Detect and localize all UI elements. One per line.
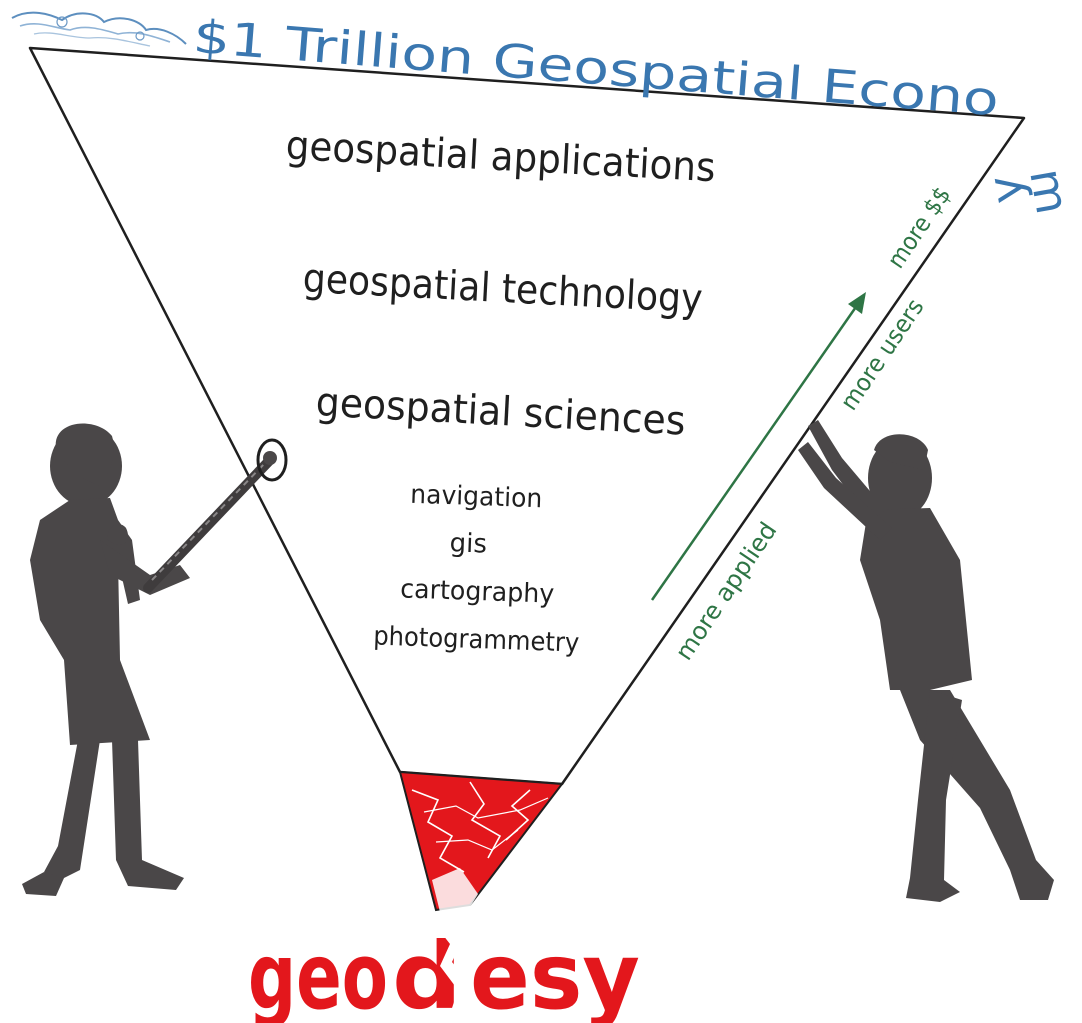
geodesy-wordmark: geo d esy: [248, 918, 640, 1023]
discipline-navigation: navigation: [410, 480, 543, 515]
discipline-photogrammetry: photogrammetry: [373, 621, 580, 658]
geodesy-label-right: esy: [470, 923, 640, 1023]
geodesy-foundation: [398, 770, 564, 920]
wrench-icon: [143, 438, 288, 593]
discipline-cartography: cartography: [400, 574, 555, 609]
geodesy-crack: [436, 918, 470, 1020]
geodesy-label-left: geo: [248, 923, 388, 1023]
woman-with-wrench-silhouette: [22, 423, 190, 896]
cloud-swirl-icon: [11, 11, 187, 47]
economy-title-letter-m: m: [1019, 165, 1080, 219]
man-pushing-silhouette: [798, 420, 1054, 902]
growth-arrow: [650, 292, 866, 601]
discipline-gis: gis: [449, 528, 487, 559]
